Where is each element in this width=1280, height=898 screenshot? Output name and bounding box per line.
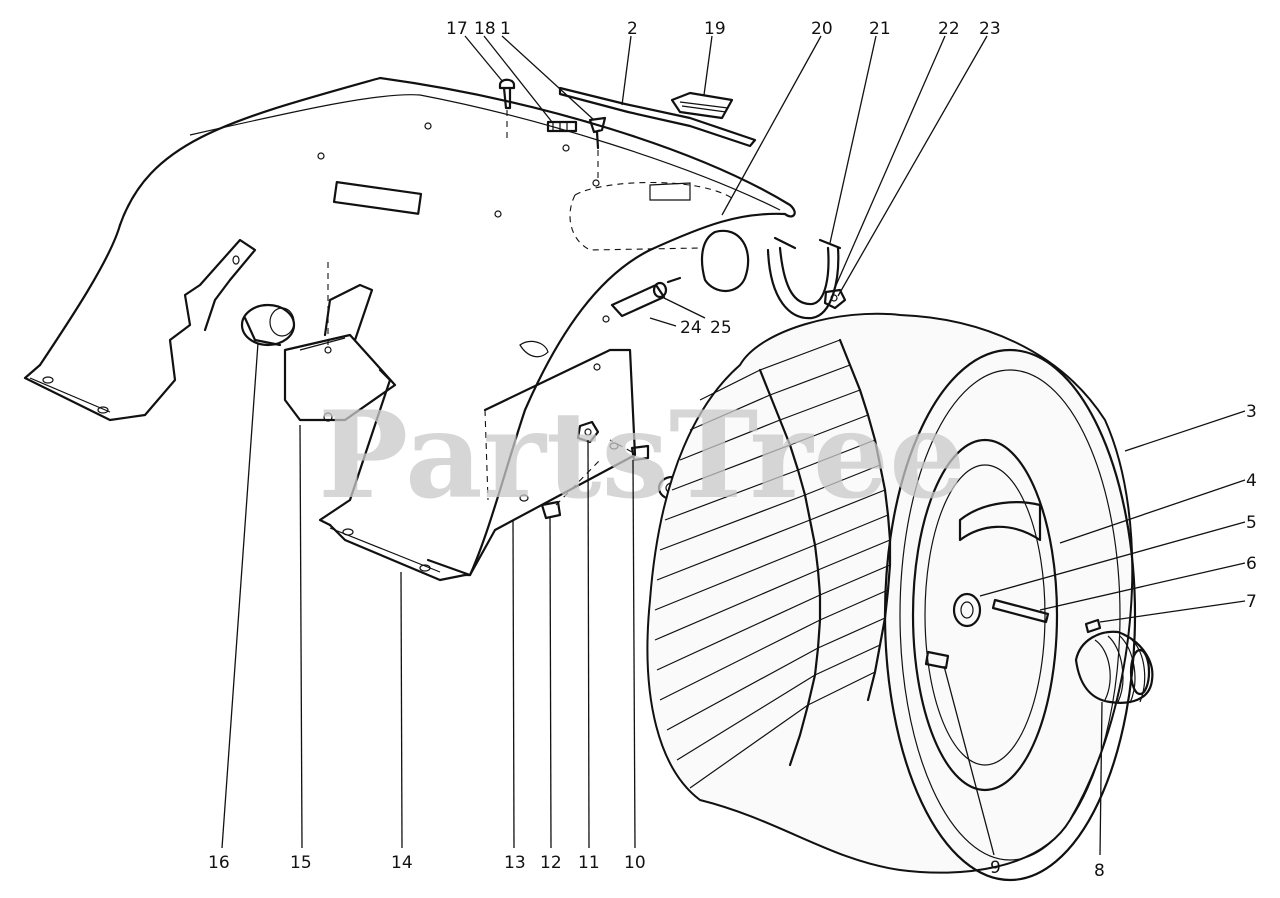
callout-18: 18 [474,19,496,39]
callout-22: 22 [938,19,960,39]
step-plate-2 [558,86,757,148]
callout-23: 23 [979,19,1001,39]
tire-assembly [646,312,1154,882]
callout-12: 12 [540,853,562,873]
bolt-12 [540,459,601,520]
callout-11: 11 [578,853,600,873]
fender-assembly [23,76,796,582]
bolt-10 [609,439,650,462]
callout-20: 20 [811,19,833,39]
callout-6: 6 [1246,554,1257,574]
callout-19: 19 [704,19,726,39]
callout-4: 4 [1246,471,1257,491]
nut-strip-18 [546,120,578,133]
callout-2: 2 [627,19,638,39]
fender-slot [332,181,423,215]
axle-pin-6 [991,598,1050,624]
callout-17: 17 [446,19,468,39]
callout-15: 15 [290,853,312,873]
nut-11 [576,420,600,444]
callout-14: 14 [391,853,413,873]
callout-3: 3 [1246,402,1257,422]
lug-bolt-9 [924,650,950,670]
callout-13: 13 [504,853,526,873]
fuel-tank [700,229,750,293]
wheel-rim [911,438,1059,792]
tire-sidewall [883,348,1137,882]
screw-17 [498,78,516,140]
dust-boot-8 [1074,630,1154,704]
callout-7: 7 [1246,592,1257,612]
watermark-text: PartsTree [318,385,965,526]
callout-9: 9 [990,858,1001,878]
callout-1: 1 [500,19,511,39]
clevis-pin-24 [610,276,682,318]
spacer-tube [240,303,296,347]
callout-8: 8 [1094,861,1105,881]
callout-10: 10 [624,853,646,873]
hub-washer-5 [952,592,982,628]
nut-22-23 [823,288,847,310]
tread-pattern [654,338,892,789]
leader-lines [221,35,1246,856]
callout-5: 5 [1246,513,1257,533]
strap-21 [766,236,842,320]
left-flange [23,238,257,422]
callout-21: 21 [869,19,891,39]
fender-skirt [468,348,637,577]
callout-24: 24 [680,318,702,338]
pad-19 [670,91,734,120]
bolt-1 [588,116,607,180]
callout-16: 16 [208,853,230,873]
support-bracket [283,262,397,422]
callout-25: 25 [710,318,732,338]
fuel-tank-outline [569,181,736,251]
callout-labels: 17 18 1 2 19 20 21 22 23 24 25 3 4 5 6 7… [208,19,1257,881]
